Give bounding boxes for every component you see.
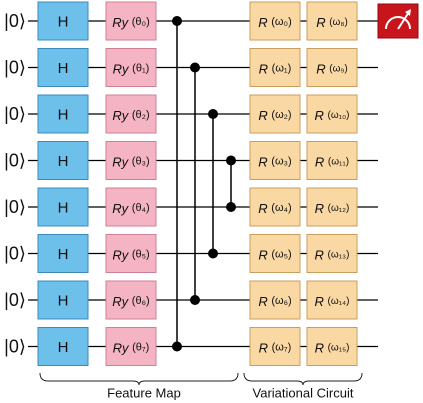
meter-arc-icon	[385, 16, 411, 30]
hadamard-gate-label: H	[58, 107, 69, 124]
rotation-gate	[306, 141, 358, 180]
rotation-gate	[249, 280, 301, 320]
rotation-gate-label: R (ω₁₅)	[315, 340, 350, 355]
feature-map-bracket	[39, 372, 239, 386]
hadamard-gate	[37, 234, 89, 273]
ket-zero-label: |0⟩	[4, 244, 26, 264]
control-dot	[226, 155, 236, 166]
rotation-gate-label: R (ω₆)	[258, 294, 291, 309]
hadamard-gate	[37, 1, 89, 41]
variational-circuit-bracket	[243, 372, 363, 386]
hadamard-gate	[37, 141, 89, 180]
rotation-gate	[249, 327, 301, 366]
meter-needle-icon	[397, 11, 410, 30]
variational-circuit-label: Variational Circuit	[253, 386, 354, 401]
rotation-gate-label: R (ω₄)	[258, 201, 291, 216]
ry-gate-label: Ry (θ₅)	[112, 247, 149, 262]
control-dot	[190, 62, 200, 73]
rotation-gate-label: R (ω₉)	[316, 61, 347, 76]
rotation-gate-label: R (ω₁₁)	[315, 154, 349, 169]
ry-gate	[105, 327, 157, 366]
control-dot	[172, 341, 182, 352]
control-dot	[208, 248, 218, 259]
ry-gate-label: Ry (θ₂)	[112, 108, 149, 123]
control-dot	[226, 202, 236, 212]
rotation-gate-label: R (ω₁₄)	[315, 294, 350, 309]
rotation-gate	[306, 1, 358, 41]
hadamard-gate-label: H	[58, 153, 69, 170]
hadamard-gate-label: H	[58, 200, 69, 217]
rotation-gate	[249, 94, 301, 134]
ry-gate	[105, 187, 157, 227]
ry-gate-label: Ry (θ₄)	[112, 201, 149, 216]
hadamard-gate	[37, 327, 89, 366]
hadamard-gate-label: H	[58, 60, 69, 77]
ry-gate-label: Ry (θ₃)	[112, 154, 149, 169]
hadamard-gate-label: H	[58, 246, 69, 263]
ket-zero-label: |0⟩	[4, 11, 26, 31]
rotation-gate	[306, 48, 358, 87]
hadamard-gate	[37, 94, 89, 134]
ry-gate	[105, 48, 157, 87]
ry-gate	[105, 234, 157, 273]
rotation-gate	[249, 234, 301, 273]
rotation-gate	[249, 48, 301, 87]
ket-zero-label: |0⟩	[4, 104, 26, 124]
ry-gate-label: Ry (θ₇)	[113, 340, 150, 355]
ry-gate	[105, 280, 157, 320]
rotation-gate	[249, 187, 301, 227]
hadamard-gate	[37, 280, 89, 320]
rotation-gate-label: R (ω₁₃)	[315, 247, 350, 262]
rotation-gate-label: R (ω₃)	[258, 154, 291, 169]
control-dot	[190, 295, 200, 305]
ry-gate-label: Ry (θ₆)	[112, 294, 149, 309]
rotation-gate-label: R (ω₁₀)	[315, 108, 350, 123]
hadamard-gate	[37, 187, 89, 227]
rotation-gate-label: R (ω₈)	[316, 15, 348, 30]
rotation-gate	[249, 141, 301, 180]
hadamard-gate-label: H	[58, 339, 69, 356]
control-dot	[208, 109, 218, 119]
ry-gate	[105, 1, 157, 41]
ket-zero-label: |0⟩	[4, 151, 26, 171]
rotation-gate-label: R (ω₂)	[258, 108, 291, 123]
rotation-gate	[306, 234, 358, 273]
measurement-meter	[377, 3, 419, 39]
ket-zero-label: |0⟩	[4, 58, 26, 78]
rotation-gate-label: R (ω₀)	[258, 15, 291, 30]
ry-gate-label: Ry (θ₁)	[113, 61, 150, 76]
ket-zero-label: |0⟩	[4, 197, 26, 217]
rotation-gate-label: R (ω₁₂)	[315, 201, 350, 216]
hadamard-gate-label: H	[58, 293, 69, 310]
control-dot	[172, 16, 182, 26]
rotation-gate	[306, 94, 358, 134]
meter-arrowhead-icon	[405, 9, 411, 16]
ket-zero-label: |0⟩	[4, 337, 26, 357]
ry-gate	[105, 141, 157, 180]
rotation-gate	[249, 1, 301, 41]
feature-map-label: Feature Map	[107, 386, 181, 401]
ry-gate-label: Ry (θ₀)	[112, 15, 150, 30]
rotation-gate	[306, 187, 358, 227]
rotation-gate	[306, 280, 358, 320]
hadamard-gate-label: H	[58, 14, 69, 31]
rotation-gate-label: R (ω₇)	[259, 340, 292, 355]
hadamard-gate	[37, 48, 89, 87]
ry-gate	[105, 94, 157, 134]
rotation-gate-label: R (ω₁)	[259, 61, 292, 76]
rotation-gate-label: R (ω₅)	[258, 247, 291, 262]
rotation-gate	[306, 327, 358, 366]
ket-zero-label: |0⟩	[4, 290, 26, 310]
